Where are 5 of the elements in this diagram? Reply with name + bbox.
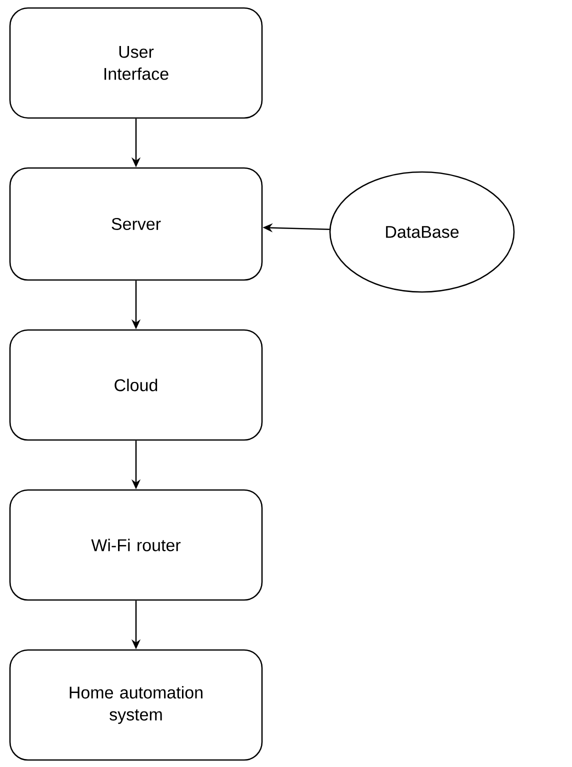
process-box: Server: [9, 167, 263, 281]
process-box: Cloud: [9, 329, 263, 441]
process-box: User Interface: [9, 7, 263, 119]
process-box: Wi-Fi router: [9, 489, 263, 601]
process-box: Home automation system: [9, 649, 263, 761]
